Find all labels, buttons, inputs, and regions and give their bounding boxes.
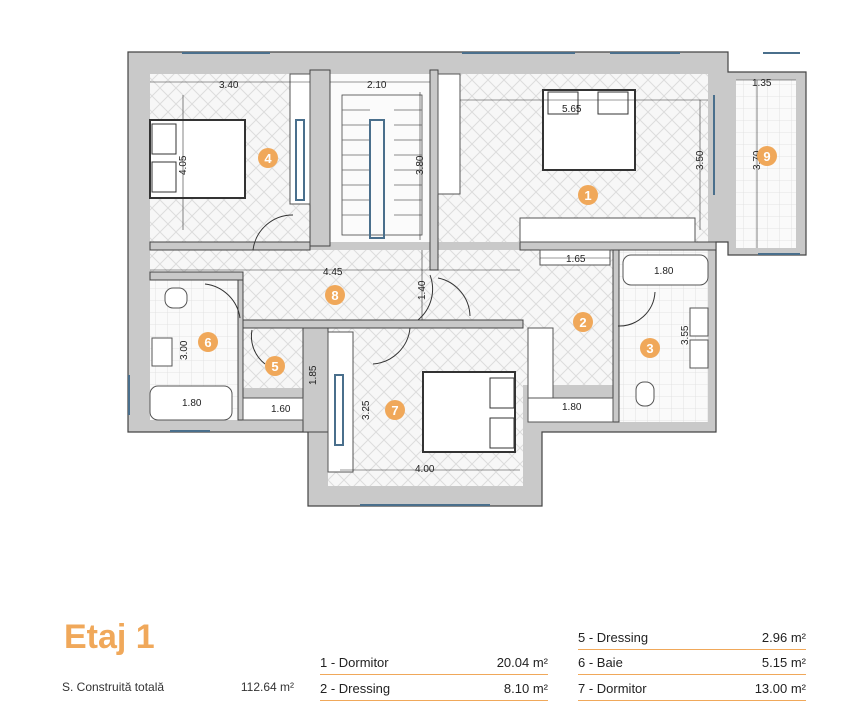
svg-text:4: 4 bbox=[264, 151, 272, 166]
dim-dressing5-width: 1.60 bbox=[271, 404, 291, 415]
legend-room-area: 13.00 m² bbox=[754, 681, 806, 696]
legend-room-area: 5.15 m² bbox=[761, 655, 806, 670]
svg-text:9: 9 bbox=[763, 149, 770, 164]
total-area-value: 112.64 m² bbox=[240, 680, 294, 694]
dim-bath6-tub: 1.80 bbox=[182, 398, 202, 409]
total-area-summary: S. Construită totală 112.64 m² bbox=[62, 680, 294, 694]
svg-text:8: 8 bbox=[331, 288, 338, 303]
room-badge-5: 5 bbox=[265, 356, 285, 376]
windows bbox=[128, 52, 800, 506]
room-badges: 1 2 3 4 5 6 7 8 9 bbox=[198, 146, 777, 420]
room-badge-2: 2 bbox=[573, 312, 593, 332]
svg-text:7: 7 bbox=[391, 403, 398, 418]
stair-floor bbox=[330, 74, 430, 242]
furniture bbox=[149, 73, 709, 473]
dim-hall-width: 4.45 bbox=[323, 267, 343, 278]
legend-row-2: 2 - Dressing 8.10 m² bbox=[320, 681, 548, 701]
legend-room-area: 8.10 m² bbox=[503, 681, 548, 696]
svg-text:2: 2 bbox=[579, 315, 586, 330]
room-badge-8: 8 bbox=[325, 285, 345, 305]
svg-text:1: 1 bbox=[584, 188, 591, 203]
legend-row-5: 5 - Dressing 2.96 m² bbox=[578, 630, 806, 650]
dim-bath6-height: 3.00 bbox=[179, 340, 190, 360]
inner-walls bbox=[149, 69, 717, 433]
dim-dressing2-width: 1.65 bbox=[566, 254, 586, 265]
dimension-labels: 3.40 2.10 5.65 1.35 4.45 1.65 1.80 1.80 … bbox=[178, 78, 772, 475]
dim-hall-height: 1.40 bbox=[417, 280, 428, 300]
doors bbox=[204, 214, 656, 365]
legend-row-7: 7 - Dormitor 13.00 m² bbox=[578, 681, 806, 701]
room-badge-7: 7 bbox=[385, 400, 405, 420]
legend-row-1: 1 - Dormitor 20.04 m² bbox=[320, 655, 548, 675]
floor-title: Etaj 1 bbox=[64, 618, 155, 656]
dim-bath3-tub: 1.80 bbox=[654, 266, 674, 277]
dim-bedroom1-height: 3.50 bbox=[695, 150, 706, 170]
dim-bedroom7-height: 3.25 bbox=[361, 400, 372, 420]
beds bbox=[149, 89, 636, 453]
floor-plan: 3.40 2.10 5.65 1.35 4.45 1.65 1.80 1.80 … bbox=[127, 51, 807, 507]
svg-text:5: 5 bbox=[271, 359, 278, 374]
room-badge-9: 9 bbox=[757, 146, 777, 166]
room-badge-3: 3 bbox=[640, 338, 660, 358]
dim-stair-height: 3.80 bbox=[415, 155, 426, 175]
legend-room-name: 2 - Dressing bbox=[320, 681, 391, 696]
legend-room-name: 7 - Dormitor bbox=[578, 681, 647, 696]
staircase bbox=[341, 94, 423, 239]
dim-wardrobe-width: 1.80 bbox=[562, 402, 582, 413]
dim-terrace-width: 1.35 bbox=[752, 78, 772, 89]
legend-room-area: 2.96 m² bbox=[761, 630, 806, 645]
total-area-label: S. Construită totală bbox=[62, 680, 165, 694]
legend-room-name: 5 - Dressing bbox=[578, 630, 649, 645]
dimension-lines bbox=[150, 79, 796, 471]
room-badge-1: 1 bbox=[578, 185, 598, 205]
legend-row-6: 6 - Baie 5.15 m² bbox=[578, 655, 806, 675]
dim-bedroom7-width: 4.00 bbox=[415, 464, 435, 475]
dim-dressing5-height: 1.85 bbox=[308, 365, 319, 385]
dim-terrace-height: 3.70 bbox=[752, 150, 763, 170]
room-badge-6: 6 bbox=[198, 332, 218, 352]
dim-bedroom1-width: 5.65 bbox=[562, 104, 582, 115]
dim-bedroom4-width: 3.40 bbox=[219, 80, 239, 91]
legend-room-name: 1 - Dormitor bbox=[320, 655, 389, 670]
svg-text:6: 6 bbox=[204, 335, 211, 350]
room-badge-4: 4 bbox=[258, 148, 278, 168]
svg-text:3: 3 bbox=[646, 341, 653, 356]
legend-room-name: 6 - Baie bbox=[578, 655, 623, 670]
dim-bedroom4-height: 4.05 bbox=[178, 155, 189, 175]
dim-bath3-height: 3.55 bbox=[680, 325, 691, 345]
dim-stair-width: 2.10 bbox=[367, 80, 387, 91]
legend-room-area: 20.04 m² bbox=[496, 655, 548, 670]
